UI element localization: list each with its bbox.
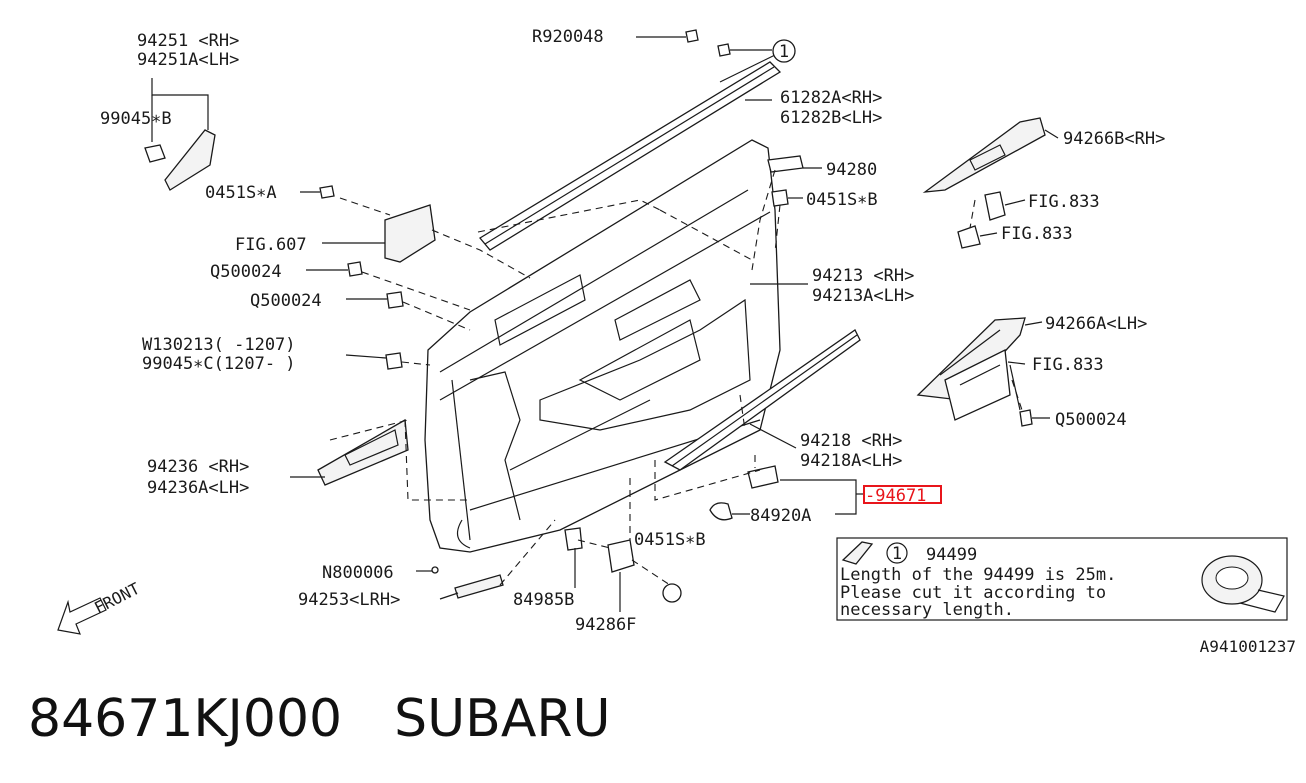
parts-diagram: 1 FRONT 1 94499 Length of the 94499 is 2… bbox=[57, 27, 1296, 656]
label-94280: 94280 bbox=[826, 160, 877, 180]
label-fig607: FIG.607 bbox=[235, 235, 307, 255]
label-w130213: W130213( -1207) bbox=[142, 335, 296, 355]
label-0451sb-upper: 0451S∗B bbox=[806, 190, 878, 210]
label-94213a-lh: 94213A<LH> bbox=[812, 286, 914, 306]
note-line-2: Please cut it according to bbox=[840, 583, 1106, 603]
note-ref-number: 1 bbox=[892, 544, 902, 564]
note-part: 94499 bbox=[926, 545, 977, 565]
door-trim-panel bbox=[424, 139, 781, 553]
diagram-code: A941001237 bbox=[1200, 637, 1296, 656]
label-94251a-lh: 94251A<LH> bbox=[137, 50, 239, 70]
front-arrow: FRONT bbox=[57, 579, 143, 635]
label-84920a: 84920A bbox=[750, 506, 811, 526]
note-box: 1 94499 Length of the 94499 is 25m. Plea… bbox=[836, 537, 1288, 621]
left-small-parts bbox=[144, 29, 804, 603]
label-94236-rh: 94236 <RH> bbox=[147, 457, 249, 477]
label-99045c: 99045∗C(1207- ) bbox=[142, 354, 296, 374]
label-94236a-lh: 94236A<LH> bbox=[147, 478, 249, 498]
label-94213-rh: 94213 <RH> bbox=[812, 266, 914, 286]
label-94266b-rh: 94266B<RH> bbox=[1063, 129, 1165, 149]
footer-caption: 84671KJ000 SUBARU bbox=[28, 684, 611, 754]
highlight-box bbox=[863, 485, 942, 504]
label-99045b: 99045∗B bbox=[100, 109, 172, 129]
label-84985b: 84985B bbox=[513, 590, 574, 610]
label-fig833-b: FIG.833 bbox=[1001, 224, 1073, 244]
label-q500024-c: Q500024 bbox=[1055, 410, 1127, 430]
part-number: 84671KJ000 bbox=[28, 689, 343, 749]
label-94286f: 94286F bbox=[575, 615, 636, 635]
label-0451sa: 0451S∗A bbox=[205, 183, 277, 203]
assembly-dashed-lines bbox=[329, 169, 1023, 586]
label-94218-rh: 94218 <RH> bbox=[800, 431, 902, 451]
label-fig833-c: FIG.833 bbox=[1032, 355, 1104, 375]
front-label: FRONT bbox=[91, 579, 143, 618]
callout-number: 1 bbox=[779, 42, 789, 62]
label-94671-highlighted: -94671 bbox=[865, 486, 926, 506]
label-61282a-rh: 61282A<RH> bbox=[780, 88, 882, 108]
label-94218a-lh: 94218A<LH> bbox=[800, 451, 902, 471]
switch-panels bbox=[916, 117, 1046, 427]
label-q500024-a: Q500024 bbox=[210, 262, 282, 282]
trim-strip-94218 bbox=[663, 329, 861, 471]
label-94253: 94253<LRH> bbox=[298, 590, 400, 610]
label-n800006: N800006 bbox=[322, 563, 394, 583]
label-94266a-lh: 94266A<LH> bbox=[1045, 314, 1147, 334]
note-line-3: necessary length. bbox=[840, 600, 1014, 620]
note-line-1: Length of the 94499 is 25m. bbox=[840, 565, 1116, 585]
weatherstrip-61282 bbox=[479, 54, 782, 251]
leader-lines bbox=[151, 36, 1059, 612]
brand-name: SUBARU bbox=[394, 689, 611, 749]
part-labels: 94251 <RH> 94251A<LH> 99045∗B 0451S∗A FI… bbox=[100, 27, 1165, 635]
label-0451sb-lower: 0451S∗B bbox=[634, 530, 706, 550]
label-fig833-a: FIG.833 bbox=[1028, 192, 1100, 212]
label-61282b-lh: 61282B<LH> bbox=[780, 108, 882, 128]
label-94251-rh: 94251 <RH> bbox=[137, 31, 239, 51]
label-r920048: R920048 bbox=[532, 27, 604, 47]
label-q500024-b: Q500024 bbox=[250, 291, 322, 311]
callout-circle bbox=[772, 39, 796, 63]
